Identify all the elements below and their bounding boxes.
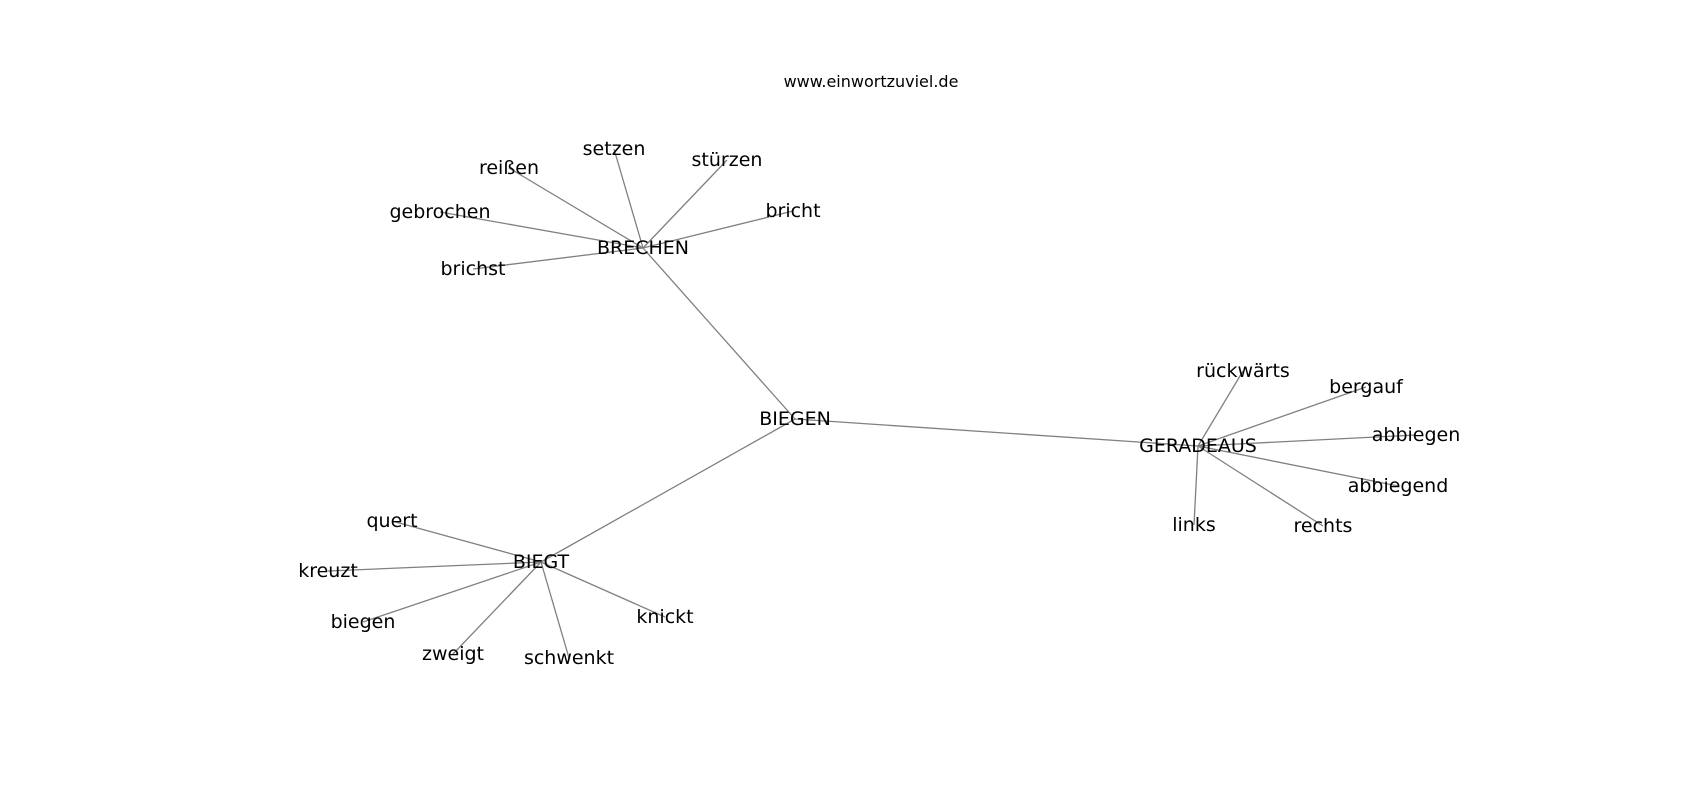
edge-biegt-kreuzt [327,561,542,572]
edge-geradeaus-abbiegen [1197,434,1417,447]
node-label-bergauf: bergauf [1329,376,1404,398]
edges-layer [327,148,1417,659]
node-label-reissen: reißen [479,157,539,179]
site-url: www.einwortzuviel.de [783,72,959,91]
node-label-biegen_center: BIEGEN [759,408,831,430]
node-label-rechts: rechts [1294,515,1353,537]
edge-geradeaus-abbiegend [1197,445,1399,487]
edge-brechen-bricht [642,210,794,249]
node-label-knickt: knickt [636,606,693,628]
node-label-gebrochen: gebrochen [389,201,490,223]
node-label-stuerzen: stürzen [692,149,763,171]
edge-biegt-knickt [540,561,666,618]
labels-layer: BIEGEN BRECHEN GERADEAUS BIEGT setzen reißen s… [298,138,1460,669]
edge-biegt-biegen_leaf [362,561,542,623]
edge-geradeaus-rueckwaerts [1197,370,1244,447]
node-label-geradeaus: GERADEAUS [1139,435,1257,457]
node-label-setzen: setzen [583,138,646,160]
node-label-kreuzt: kreuzt [298,560,358,582]
node-label-bricht: bricht [765,200,820,222]
node-label-abbiegend: abbiegend [1348,475,1449,497]
node-label-brechen: BRECHEN [597,237,689,259]
edge-biegen_center-biegt [540,418,796,563]
edge-brechen-gebrochen [439,211,644,249]
edge-brechen-brichst [472,247,644,270]
edge-brechen-stuerzen [642,159,728,249]
edge-geradeaus-links [1193,445,1199,526]
edge-geradeaus-rechts [1197,445,1324,527]
edge-biegen_center-geradeaus [794,418,1199,447]
edge-biegt-schwenkt [540,561,570,659]
node-label-brichst: brichst [441,258,506,280]
edge-biegt-quert [391,520,542,563]
node-label-biegt: BIEGT [513,551,570,573]
node-label-biegen_leaf: biegen [331,611,396,633]
edge-brechen-reissen [508,167,644,249]
edge-geradeaus-bergauf [1197,386,1367,447]
node-label-schwenkt: schwenkt [524,647,614,669]
edge-biegen_center-brechen [642,247,796,420]
node-label-quert: quert [366,510,417,532]
edge-biegt-zweigt [452,561,542,655]
node-label-links: links [1172,514,1216,536]
edge-brechen-setzen [613,148,644,249]
node-label-rueckwaerts: rückwärts [1196,360,1290,382]
node-label-abbiegen: abbiegen [1372,424,1461,446]
node-label-zweigt: zweigt [422,643,484,665]
